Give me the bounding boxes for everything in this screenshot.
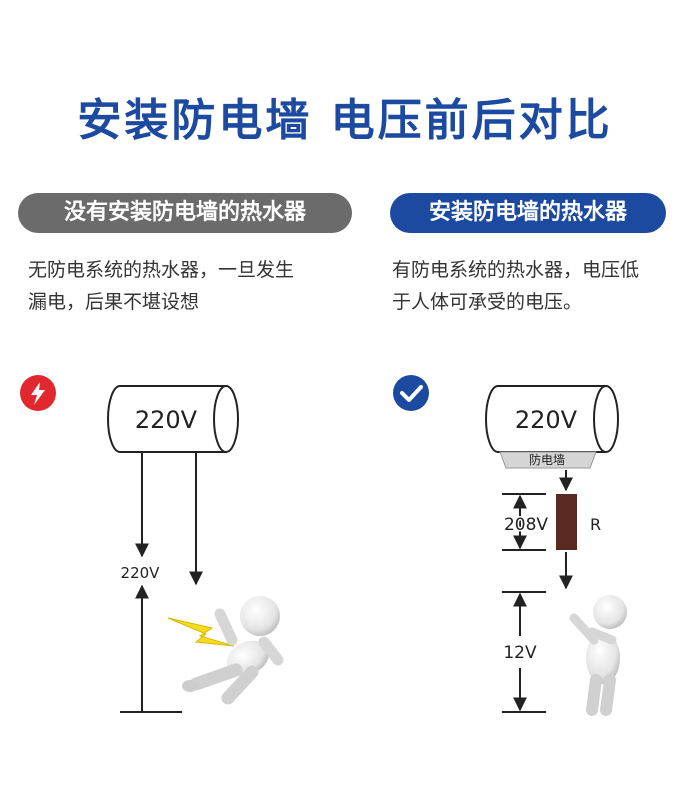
without-wall-description: 无防电系统的热水器，一旦发生 漏电，后果不堪设想 bbox=[28, 254, 348, 318]
drop-voltage: 208V bbox=[504, 515, 548, 535]
without-wall-label: 没有安装防电墙的热水器 bbox=[18, 193, 352, 233]
safe-person-figure bbox=[569, 595, 627, 716]
right-heater-tank bbox=[485, 385, 619, 453]
with-wall-desc-line1: 有防电系统的热水器，电压低 bbox=[392, 259, 640, 281]
spark-icon bbox=[167, 617, 235, 647]
left-leak-voltage: 220V bbox=[121, 564, 161, 582]
ok-badge bbox=[393, 375, 429, 411]
resistor-icon bbox=[556, 494, 577, 550]
resistor-label: R bbox=[590, 515, 601, 534]
shocked-person-figure bbox=[182, 596, 284, 705]
with-wall-desc-line2: 于人体可承受的电压。 bbox=[392, 291, 583, 313]
with-wall-description: 有防电系统的热水器，电压低 于人体可承受的电压。 bbox=[392, 254, 682, 318]
body-voltage: 12V bbox=[503, 643, 537, 663]
left-heater-tank bbox=[107, 385, 239, 453]
without-wall-desc-line2: 漏电，后果不堪设想 bbox=[28, 291, 200, 313]
checkmark-icon bbox=[400, 385, 423, 402]
without-wall-desc-line1: 无防电系统的热水器，一旦发生 bbox=[28, 259, 295, 281]
electric-wall-label: 防电墙 bbox=[529, 452, 565, 467]
danger-badge bbox=[20, 375, 56, 411]
left-heater-voltage: 220V bbox=[135, 406, 198, 434]
with-wall-label: 安装防电墙的热水器 bbox=[390, 193, 666, 233]
page-title: 安装防电墙 电压前后对比 bbox=[77, 95, 613, 146]
lightning-icon bbox=[31, 382, 45, 405]
electric-wall-component bbox=[499, 451, 597, 469]
right-heater-voltage: 220V bbox=[515, 406, 578, 434]
